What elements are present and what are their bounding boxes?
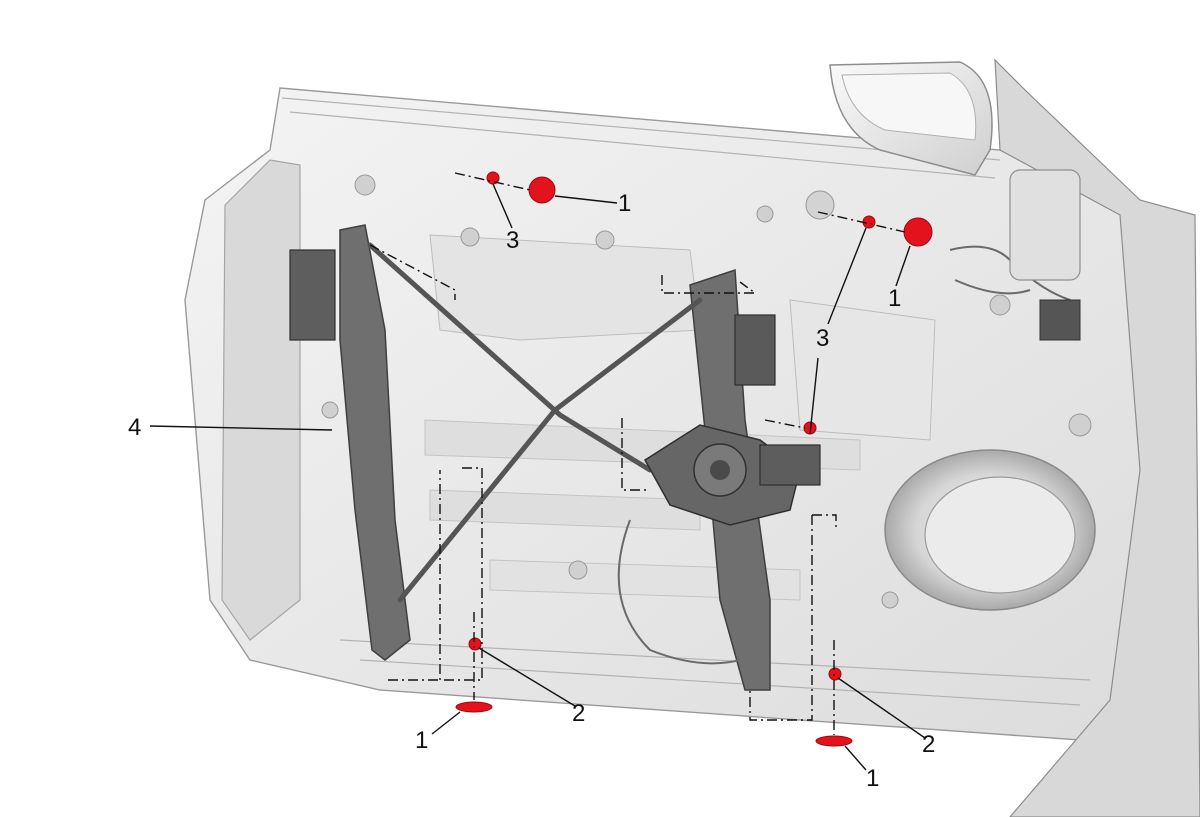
wiring-harness: [949, 169, 1081, 341]
regulator-cable: [397, 297, 703, 603]
regulator-motor: [644, 424, 821, 526]
fastener-1-bottom-right: [815, 735, 853, 747]
fastener-1-bottom-left: [455, 701, 493, 713]
callout-2-right: 2: [922, 731, 935, 758]
callout-labels: 1 3 1 3 4 2 1 2 1: [128, 190, 935, 792]
regulator-cable: [367, 242, 653, 473]
rear-guide-rail: [339, 224, 411, 661]
callout-3-right: 3: [816, 325, 829, 352]
fastener-3-upper-right: [862, 215, 876, 229]
fastener-1-upper-left: [528, 176, 556, 204]
callout-1-upper-left: 1: [618, 190, 631, 217]
callout-1-upper-right: 1: [888, 285, 901, 312]
side-mirror: [829, 58, 1200, 817]
installation-lines: [369, 172, 906, 735]
window-regulator: [289, 224, 821, 691]
fastener-2-right: [828, 667, 842, 681]
callout-1-bottom-left: 1: [415, 727, 428, 754]
fastener-1-upper-right: [903, 217, 933, 247]
leader-lines: [149, 183, 926, 771]
fasteners: [455, 171, 933, 747]
callout-2-left: 2: [572, 700, 585, 727]
callout-1-bottom-right: 1: [866, 765, 879, 792]
door-shell: [184, 87, 1151, 741]
fastener-2-left: [468, 637, 482, 651]
callout-4-regulator: 4: [128, 414, 141, 441]
callout-3-upper-left: 3: [506, 227, 519, 254]
speaker: [884, 449, 1096, 611]
